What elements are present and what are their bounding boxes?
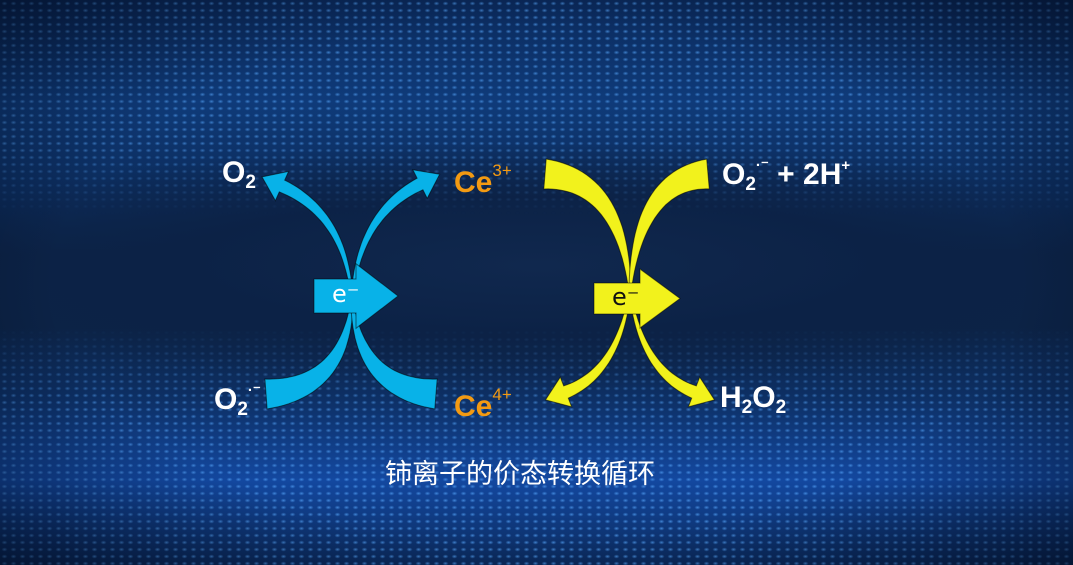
label-h2o2: H2O2 — [720, 381, 787, 418]
blue-arrow-from-ce4 — [350, 299, 438, 410]
label-o2: O2 — [222, 156, 256, 193]
electron-label-blue: e⁻ — [332, 280, 360, 308]
label-ce4: Ce4+ — [454, 385, 512, 423]
yellow-arrow-to-ce4 — [544, 291, 632, 408]
yellow-arrow-to-h2o2 — [628, 291, 716, 408]
label-ce3: Ce3+ — [454, 161, 512, 199]
blue-electron-arrow — [313, 262, 399, 330]
caption: 铈离子的价态转换循环 — [385, 459, 655, 490]
blue-arrow-to-ce3 — [350, 169, 441, 301]
electron-label-yellow: e⁻ — [612, 283, 640, 311]
label-superoxide-plus-protons: O2·⁻ + 2H+ — [722, 157, 851, 195]
yellow-arrow-from-ce3 — [543, 158, 632, 293]
yellow-electron-arrow — [593, 268, 681, 329]
yellow-arrow-from-superoxide — [628, 158, 710, 293]
label-superoxide-left: O2·⁻ — [214, 382, 261, 420]
blue-arrow-from-superoxide — [264, 299, 354, 410]
blue-arrow-to-o2 — [261, 170, 354, 301]
